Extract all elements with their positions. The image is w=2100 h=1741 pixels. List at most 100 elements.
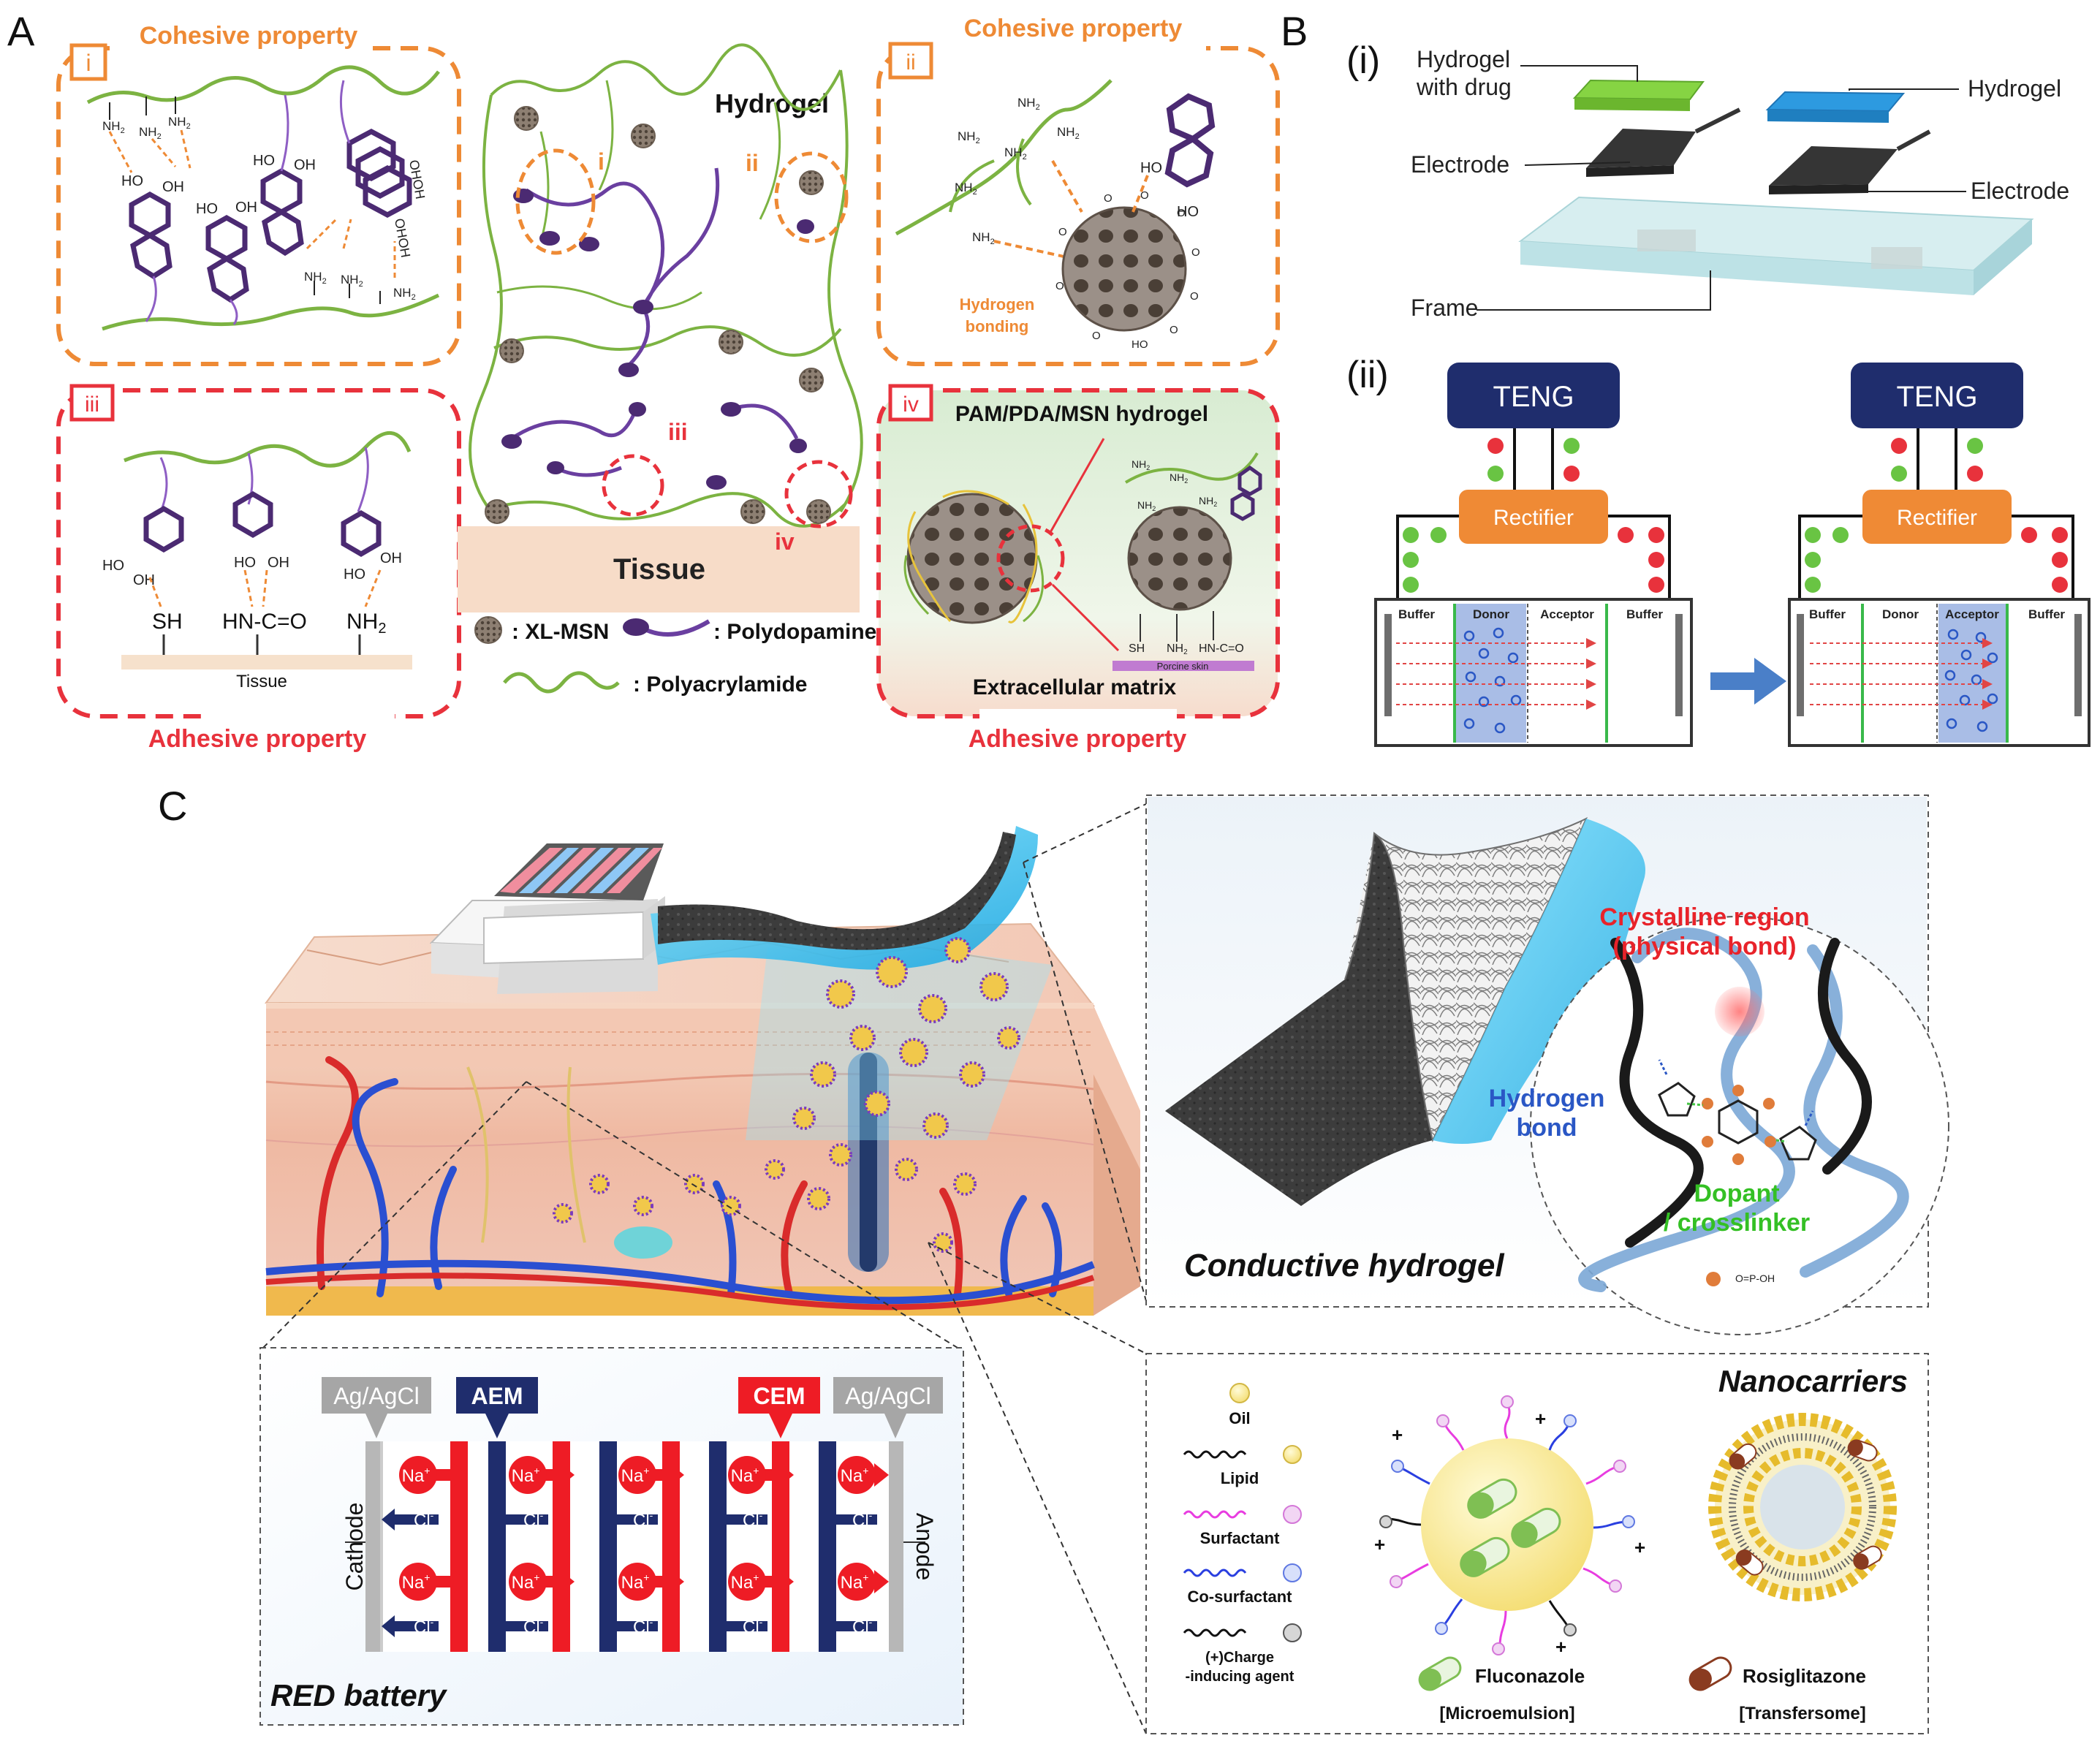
svg-text:HO: HO (121, 173, 143, 189)
svg-text:Na+: Na+ (512, 1465, 540, 1486)
box-iv-label: iv (903, 392, 919, 417)
svg-text:NH2: NH2 (1170, 471, 1188, 485)
box-ii: Cohesive property ii NH2 NH2 NH2 NH2 NH2… (876, 15, 1280, 366)
red-battery-device (429, 843, 665, 994)
iv-chem-nh2: NH2 (1167, 642, 1188, 656)
svg-text:Na+: Na+ (402, 1465, 431, 1486)
svg-text:NH2: NH2 (972, 230, 995, 246)
label-electrode-right: Electrode (1971, 178, 2069, 204)
svg-text:HO: HO (1132, 338, 1148, 351)
box-iii-label: iii (85, 392, 99, 417)
conductive-hydrogel-label: Conductive hydrogel (1184, 1248, 1504, 1283)
svg-text:O: O (1191, 246, 1200, 259)
svg-text:NH2: NH2 (958, 129, 980, 145)
teng-box-right (1851, 363, 2023, 428)
msn-legend-icon (474, 616, 502, 644)
tissue-label-iii: Tissue (236, 672, 287, 691)
cell-left-buffer-1: Buffer (1398, 607, 1435, 621)
cem-label: CEM (753, 1383, 805, 1409)
svg-text:OH: OH (294, 157, 316, 173)
legend-pda: : Polydopamine (713, 620, 876, 644)
svg-text:Cl-: Cl- (414, 1509, 434, 1531)
svg-text:Na+: Na+ (512, 1571, 540, 1593)
svg-text:NH2: NH2 (1017, 96, 1040, 112)
legend-lipid: Lipid (1221, 1469, 1259, 1487)
legend-charge-1: (+)Charge (1205, 1650, 1274, 1666)
svg-text:HO: HO (1177, 204, 1199, 220)
svg-text:NH2: NH2 (1132, 458, 1150, 471)
rosiglitazone-label: Rosiglitazone (1743, 1665, 1866, 1687)
svg-text:O: O (1058, 226, 1067, 238)
svg-text:O: O (1140, 189, 1149, 202)
box-ii-label: ii (906, 50, 915, 75)
box-i: Cohesive property i NH2 NH2 NH2 NH2 NH2 … (56, 15, 461, 366)
svg-text:Na+: Na+ (621, 1571, 650, 1593)
chem-nh2: NH2 (346, 610, 386, 637)
hydrogel-label: Hydrogel (715, 88, 829, 118)
fluconazole-legend: Fluconazole [Microemulsion] (1418, 1656, 1585, 1723)
svg-text:O: O (1177, 207, 1186, 219)
panel-letter-a: A (7, 8, 35, 54)
svg-text:Cl-: Cl- (633, 1616, 653, 1637)
cell-left-donor: Donor (1473, 607, 1509, 621)
svg-text:OH: OH (268, 555, 289, 571)
hair-follicle-core (614, 1226, 672, 1259)
msn-large-iv-right (1127, 506, 1232, 611)
marker-ii: ii (746, 150, 759, 176)
svg-text:HO: HO (102, 558, 124, 574)
box-i-label: i (86, 50, 91, 76)
crystalline-label-2: (physical bond) (1612, 933, 1796, 960)
svg-text:Na+: Na+ (621, 1465, 650, 1486)
teng-label-left: TENG (1493, 381, 1574, 413)
cell-right-buffer-2: Buffer (2028, 607, 2065, 621)
svg-text:NH2: NH2 (304, 270, 327, 286)
msn-large-iv-left (906, 493, 1038, 624)
svg-text:O: O (1055, 280, 1064, 292)
iv-chem-amide: HN-C=O (1199, 642, 1244, 655)
svg-text:NH2: NH2 (168, 115, 191, 131)
dopant-label-2: / crosslinker (1664, 1209, 1810, 1237)
cem-badge (738, 1377, 820, 1414)
cell-left-acceptor: Acceptor (1540, 607, 1594, 621)
red-battery-title: RED battery (270, 1678, 448, 1712)
catechol-stack (346, 129, 412, 218)
svg-text:Cl-: Cl- (852, 1616, 873, 1637)
hbond-label-c-1: Hydrogen (1489, 1085, 1605, 1112)
svg-text:NH2: NH2 (955, 181, 977, 197)
svg-text:Cl-: Cl- (633, 1509, 653, 1531)
device-exploded: Hydrogel with drug Hydrogel Electrode El… (1411, 46, 2069, 321)
nanocarriers-box: Nanocarriers Oil Lipid Surfactant Co-sur… (1145, 1353, 1929, 1734)
catechol-3 (260, 167, 304, 257)
skin-block (265, 922, 1140, 1316)
electrode-left (1586, 129, 1696, 168)
svg-text:+: + (1634, 1536, 1645, 1558)
pam-chain-bottom (102, 293, 440, 331)
circuit-right: TENG Rectifier Buffer Donor Acceptor Buf… (1788, 363, 2090, 747)
svg-text:NH2: NH2 (1199, 495, 1217, 508)
svg-text:O: O (1190, 290, 1199, 303)
label-frame: Frame (1411, 295, 1478, 321)
svg-text:OH: OH (380, 550, 402, 566)
svg-text:NH2: NH2 (393, 286, 416, 302)
svg-text:OH: OH (162, 179, 184, 195)
label-hydrogel-with-drug-2: with drug (1416, 74, 1512, 100)
svg-text:OHOH: OHOH (392, 217, 413, 259)
circuit-left: TENG Rectifier Buffer Donor Acceptor Buf… (1374, 363, 1693, 747)
svg-text:Na+: Na+ (731, 1465, 759, 1486)
label-electrode-left: Electrode (1411, 151, 1509, 178)
marker-iv: iv (775, 528, 795, 555)
svg-text:Cl-: Cl- (523, 1616, 544, 1637)
surfactant-icon (1183, 1510, 1247, 1519)
cell-right-buffer-1: Buffer (1809, 607, 1846, 621)
svg-text:Cl-: Cl- (743, 1616, 763, 1637)
dopant-label-1: Dopant (1694, 1180, 1779, 1207)
porcine-skin-label: Porcine skin (1157, 661, 1209, 672)
legend-cosurfactant: Co-surfactant (1187, 1588, 1292, 1606)
transition-arrow (1710, 658, 1786, 705)
svg-text:+: + (1374, 1533, 1385, 1555)
svg-text:Na+: Na+ (841, 1571, 869, 1593)
svg-text:NH2: NH2 (1004, 145, 1027, 162)
legend-msn: : XL-MSN (512, 620, 609, 644)
aem-badge (456, 1377, 538, 1414)
label-hydrogel-right: Hydrogel (1968, 75, 2061, 102)
